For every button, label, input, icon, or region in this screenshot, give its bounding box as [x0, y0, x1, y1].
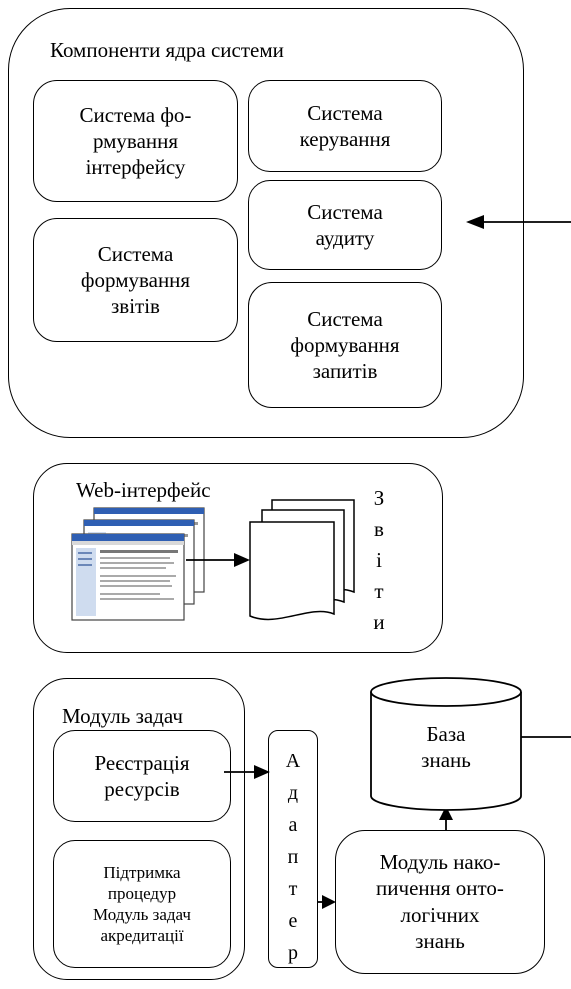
adapter-letter: п [287, 846, 299, 868]
web-to-reports-arrowhead [234, 553, 250, 567]
resource-registration-box: Реєстрація ресурсів [53, 730, 231, 822]
knowledge-base-label-box: База знань [372, 712, 520, 782]
adapter-letter: д [287, 782, 299, 804]
registration-to-adapter-arrowhead [254, 765, 270, 779]
tasks-module-title: Модуль задач [62, 704, 183, 728]
adapter-letter: р [288, 942, 298, 964]
interface-system-label: Система фо- рмування інтерфейсу [79, 102, 192, 180]
control-system-box: Система керування [248, 80, 442, 172]
reports-vertical-label: З в і т и [366, 483, 392, 638]
core-input-arrowhead [466, 215, 484, 229]
adapter-letter: а [288, 814, 298, 836]
reports-letter: З [373, 486, 385, 510]
control-system-label: Система керування [299, 100, 391, 151]
resource-registration-label: Реєстрація ресурсів [94, 750, 190, 801]
adapter-letter: А [285, 750, 301, 772]
core-components-title: Компоненти ядра системи [50, 38, 284, 62]
ontology-to-kb-arrowhead [439, 806, 453, 820]
reports-system-box: Система формування звітів [33, 218, 238, 342]
knowledge-base-label: База знань [421, 721, 471, 772]
procedure-support-box: Підтримка процедур Модуль задач акредита… [53, 840, 231, 968]
audit-system-box: Система аудиту [248, 180, 442, 270]
adapter-to-ontology-arrowhead [322, 895, 336, 909]
ontology-module-label: Модуль нако- пичення онто- логічних знан… [376, 850, 504, 953]
audit-system-label: Система аудиту [307, 199, 383, 250]
report-document-icon [249, 499, 355, 621]
adapter-letter: е [288, 910, 298, 932]
web-interface-title: Web-інтерфейс [76, 478, 211, 502]
procedure-support-label: Підтримка процедур Модуль задач акредита… [93, 862, 191, 946]
reports-system-label: Система формування звітів [80, 241, 191, 319]
knowledge-base-cylinder [370, 677, 522, 811]
interface-system-box: Система фо- рмування інтерфейсу [33, 80, 238, 202]
reports-letter: и [373, 610, 385, 634]
reports-letter: в [374, 517, 384, 541]
adapter-box: А д а п т е р [268, 730, 318, 968]
requests-system-label: Система формування запитів [290, 306, 400, 384]
browser-window-icon [71, 533, 185, 621]
reports-letter: т [374, 579, 384, 603]
requests-system-box: Система формування запитів [248, 282, 442, 408]
adapter-letter: т [288, 878, 298, 900]
reports-letter: і [376, 548, 382, 572]
